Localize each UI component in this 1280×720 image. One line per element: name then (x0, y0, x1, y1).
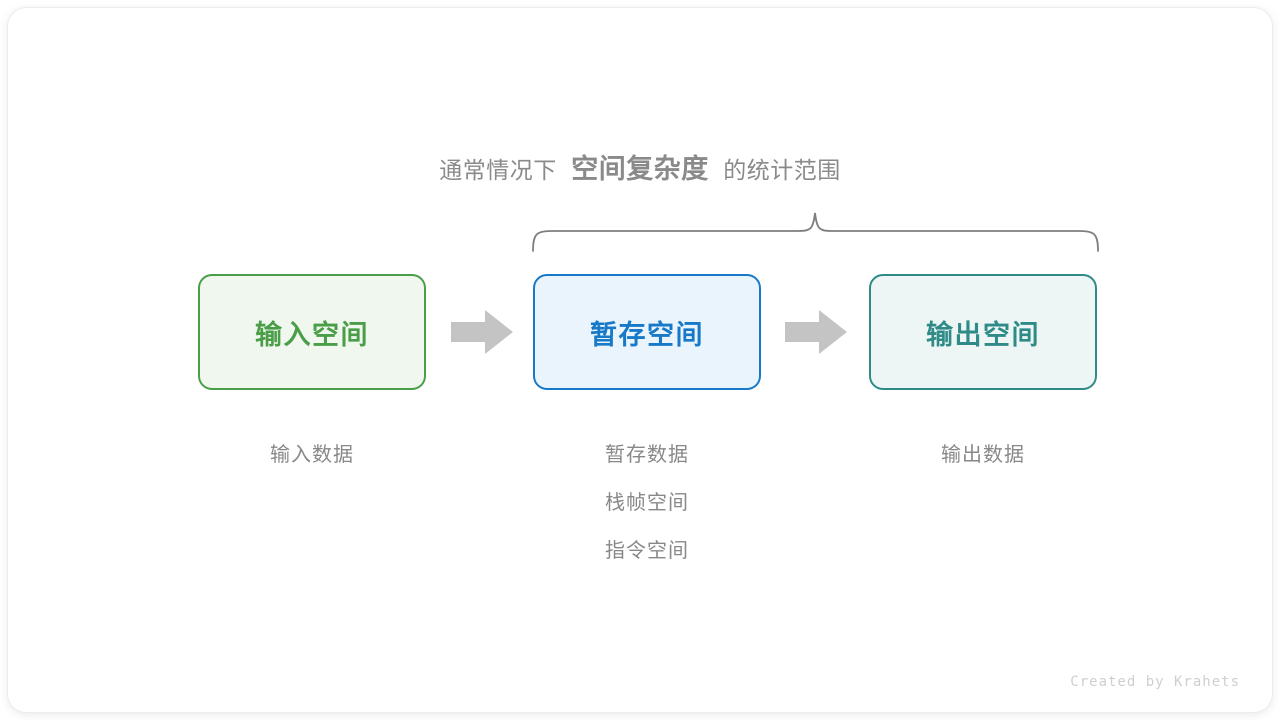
caption-group-output: 输出数据 (869, 431, 1097, 479)
diagram-card: 通常情况下 空间复杂度 的统计范围 输入空间 暂存空间 输出空间 输入数据 暂存… (8, 8, 1272, 712)
caption-line: 栈帧空间 (605, 492, 689, 514)
title-emphasis: 空间复杂度 (571, 154, 709, 184)
arrow-right-icon (785, 310, 847, 354)
caption-line: 输出数据 (941, 444, 1025, 466)
arrow-right-icon (451, 310, 513, 354)
box-temp-space[interactable]: 暂存空间 (533, 274, 761, 390)
box-temp-space-label: 暂存空间 (590, 319, 704, 350)
caption-line: 指令空间 (605, 540, 689, 562)
caption-group-input: 输入数据 (198, 431, 426, 479)
box-input-space-label: 输入空间 (255, 319, 369, 350)
diagram-title: 通常情况下 空间复杂度 的统计范围 (8, 156, 1272, 183)
title-prefix: 通常情况下 (439, 157, 557, 183)
curly-brace-icon (532, 212, 1099, 252)
caption-line: 输入数据 (270, 444, 354, 466)
caption-line: 暂存数据 (605, 444, 689, 466)
box-input-space[interactable]: 输入空间 (198, 274, 426, 390)
caption-group-temp: 暂存数据 栈帧空间 指令空间 (533, 431, 761, 575)
box-output-space[interactable]: 输出空间 (869, 274, 1097, 390)
credit-text: Created by Krahets (1070, 674, 1240, 690)
box-output-space-label: 输出空间 (926, 319, 1040, 350)
title-suffix: 的统计范围 (723, 157, 841, 183)
